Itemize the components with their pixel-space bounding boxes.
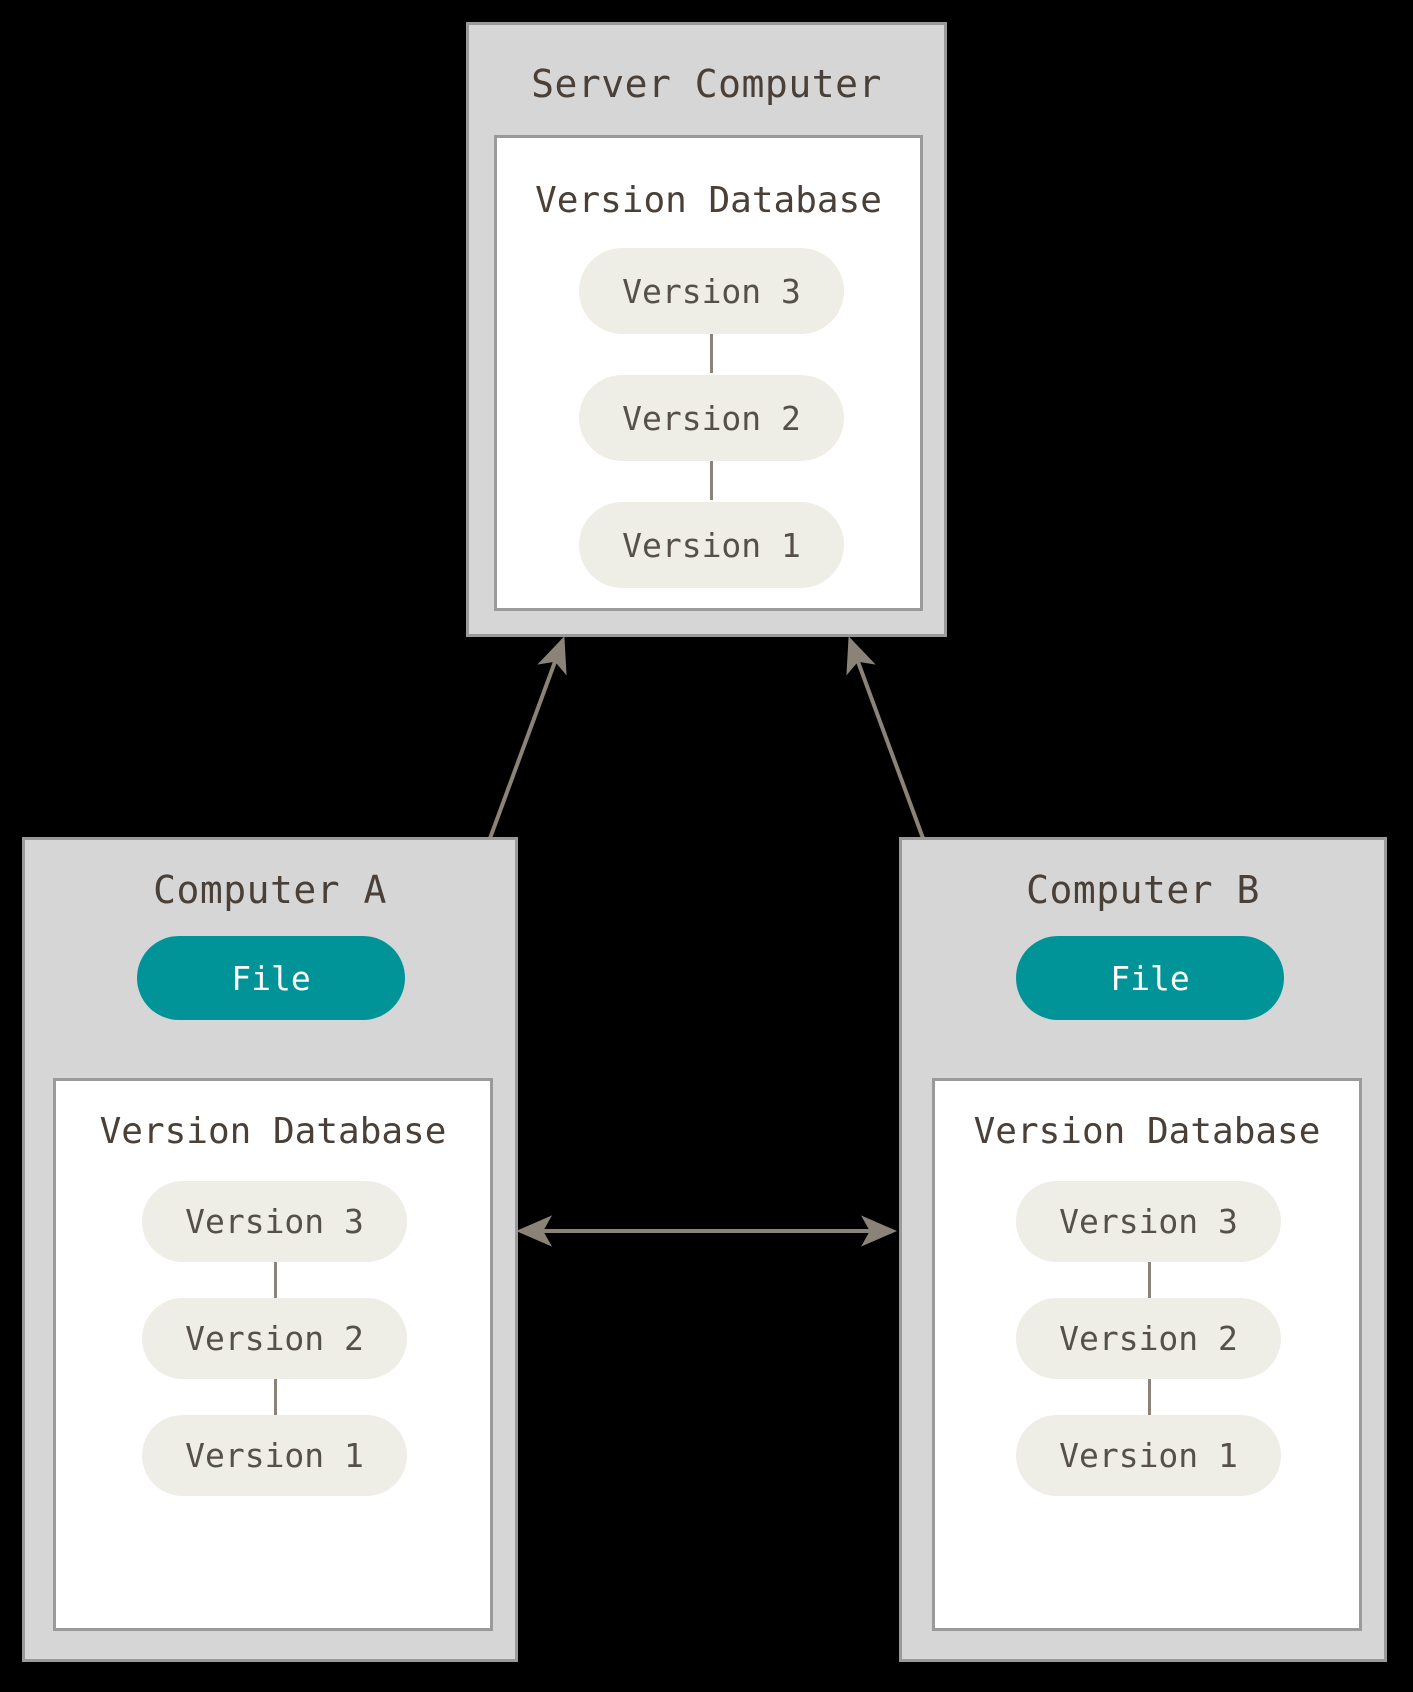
computer-a-version-pill-3[interactable]: Version 3 bbox=[142, 1181, 407, 1262]
server-version-database[interactable]: Version Database Version 3 Version 2 Ver… bbox=[494, 135, 923, 611]
computer-b-version-pill-2[interactable]: Version 2 bbox=[1016, 1298, 1281, 1379]
computer-a-file-pill[interactable]: File bbox=[137, 936, 405, 1020]
computer-a-version-pill-2[interactable]: Version 2 bbox=[142, 1298, 407, 1379]
computer-a-panel[interactable]: Computer A File Version Database Version… bbox=[22, 837, 518, 1662]
computer-a-connector-3-2 bbox=[274, 1262, 277, 1300]
computer-b-version-database-title: Version Database bbox=[973, 1111, 1321, 1152]
computer-b-connector-2-1 bbox=[1148, 1379, 1151, 1417]
computer-b-version-pill-1[interactable]: Version 1 bbox=[1016, 1415, 1281, 1496]
computer-b-title: Computer B bbox=[1026, 868, 1260, 912]
computer-b-version-pill-3[interactable]: Version 3 bbox=[1016, 1181, 1281, 1262]
server-connector-3-2 bbox=[710, 334, 713, 373]
server-connector-2-1 bbox=[710, 461, 713, 500]
computer-b-panel[interactable]: Computer B File Version Database Version… bbox=[899, 837, 1387, 1662]
server-version-pill-3[interactable]: Version 3 bbox=[579, 248, 844, 334]
server-version-database-title: Version Database bbox=[535, 180, 882, 221]
computer-b-version-database[interactable]: Version Database Version 3 Version 2 Ver… bbox=[932, 1078, 1362, 1631]
computer-b-file-pill[interactable]: File bbox=[1016, 936, 1284, 1020]
computer-b-connector-3-2 bbox=[1148, 1262, 1151, 1300]
server-version-pill-2[interactable]: Version 2 bbox=[579, 375, 844, 461]
server-version-pill-1[interactable]: Version 1 bbox=[579, 502, 844, 588]
computer-a-version-database-title: Version Database bbox=[99, 1111, 447, 1152]
server-computer-title: Server Computer bbox=[531, 62, 882, 106]
computer-a-connector-2-1 bbox=[274, 1379, 277, 1417]
server-computer-panel[interactable]: Server Computer Version Database Version… bbox=[466, 22, 947, 637]
computer-a-version-database[interactable]: Version Database Version 3 Version 2 Ver… bbox=[53, 1078, 493, 1631]
computer-a-version-pill-1[interactable]: Version 1 bbox=[142, 1415, 407, 1496]
computer-a-title: Computer A bbox=[153, 868, 387, 912]
